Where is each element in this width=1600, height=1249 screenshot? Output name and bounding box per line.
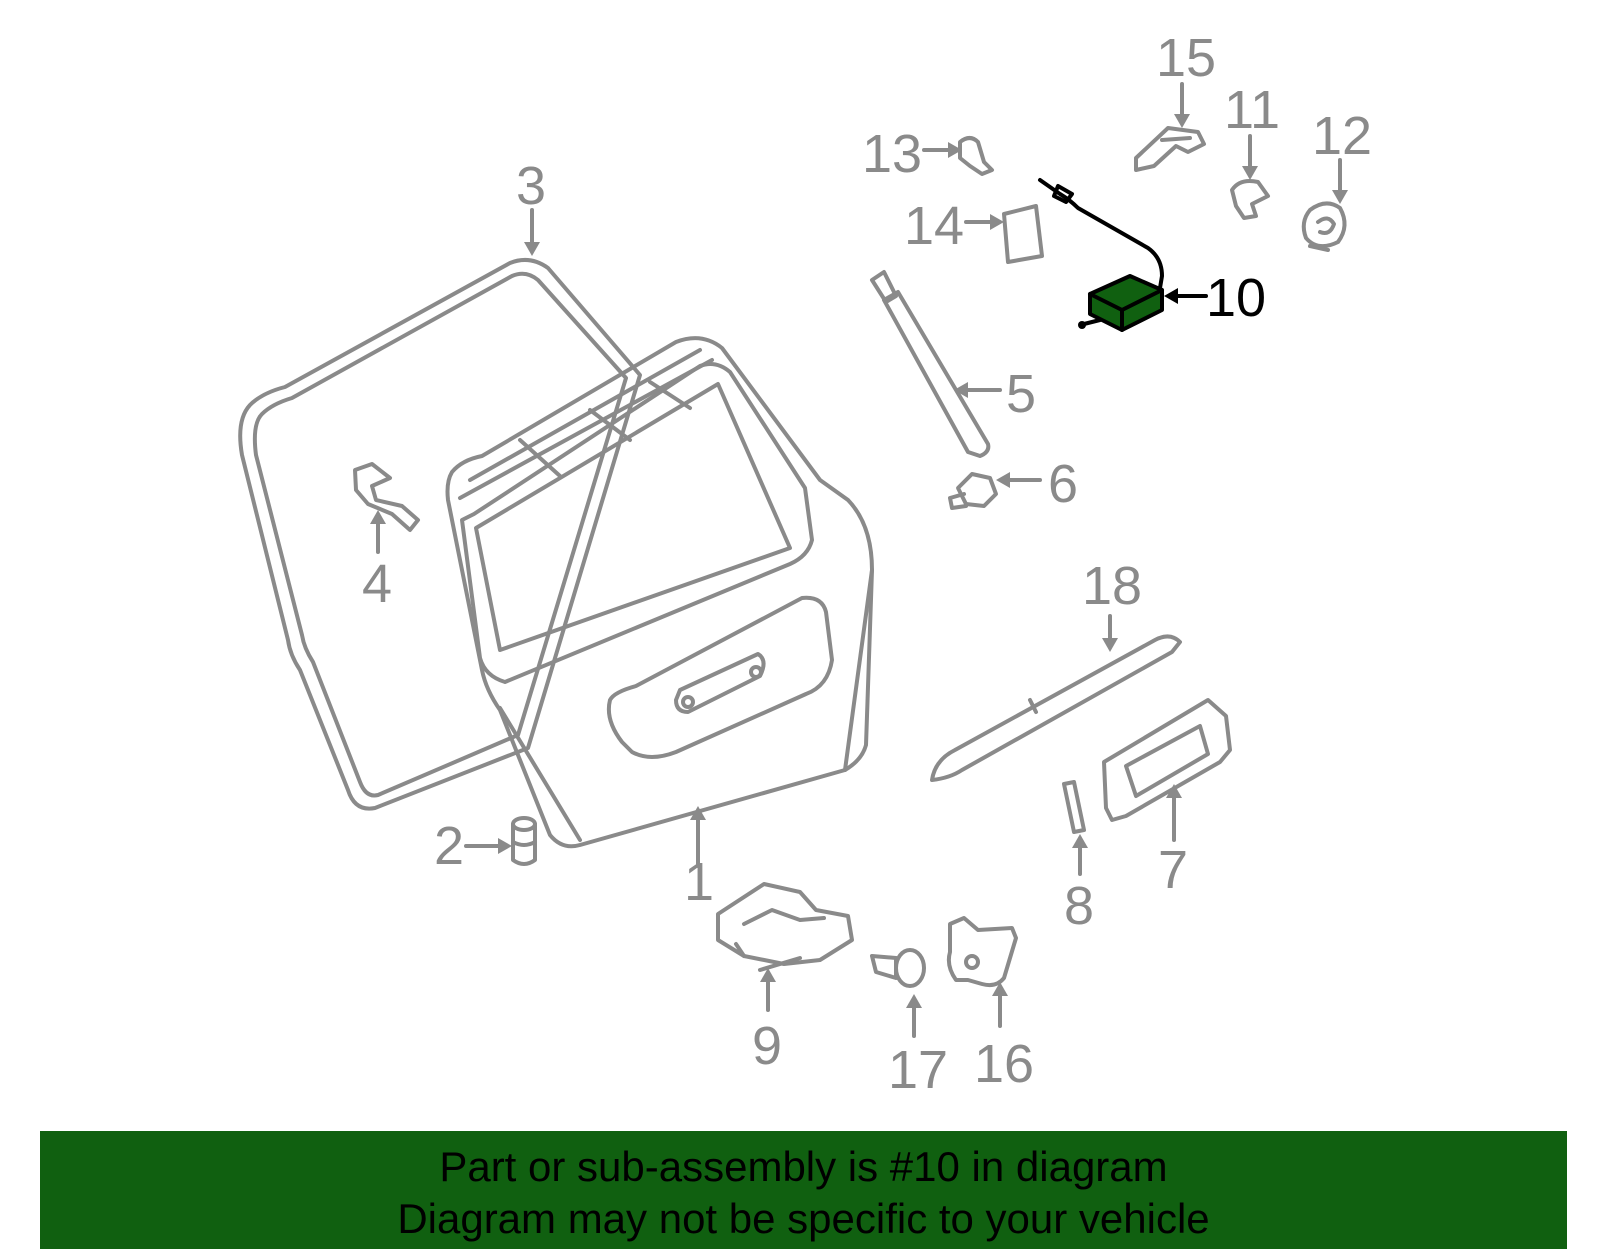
callout-12: 12 [1312, 106, 1372, 166]
part-10-module [1038, 178, 1164, 332]
part-12-grommet [1301, 201, 1347, 252]
part-2-bumper [511, 816, 537, 866]
callout-1: 1 [684, 852, 714, 912]
callout-8: 8 [1064, 876, 1094, 936]
callout-14: 14 [904, 196, 964, 256]
callout-6: 6 [1048, 454, 1078, 514]
info-banner: Part or sub-assembly is #10 in diagram D… [40, 1131, 1567, 1249]
part-3-weatherstrip [238, 257, 642, 811]
callout-11: 11 [1224, 80, 1280, 140]
callout-4: 4 [362, 554, 392, 614]
callout-18: 18 [1082, 556, 1142, 616]
part-14-pad [1002, 204, 1044, 264]
callout-9: 9 [752, 1016, 782, 1076]
part-18-trim [930, 634, 1182, 782]
part-1-liftgate [445, 336, 874, 849]
part-16-bracket [946, 916, 1018, 988]
parts-diagram: 1 2 3 4 5 6 7 8 9 10 11 12 13 14 15 16 1… [238, 28, 1372, 1100]
leader-lines [370, 82, 1348, 1038]
part-13-clip [958, 136, 994, 176]
part-17-bolt [870, 948, 926, 988]
callout-10: 10 [1206, 268, 1266, 328]
part-9-latch [716, 882, 854, 972]
callout-13: 13 [862, 124, 922, 184]
part-8-lens [1062, 780, 1086, 834]
part-4-bracket [353, 462, 420, 532]
part-7-housing [1102, 698, 1232, 822]
callout-2: 2 [434, 816, 464, 876]
callout-15: 15 [1156, 28, 1216, 88]
callout-labels: 1 2 3 4 5 6 7 8 9 10 11 12 13 14 15 16 1… [362, 28, 1372, 1100]
part-5-strut [870, 270, 991, 458]
callout-17: 17 [888, 1040, 948, 1100]
banner-line-1: Part or sub-assembly is #10 in diagram [439, 1143, 1168, 1190]
callout-7: 7 [1158, 840, 1188, 900]
callout-5: 5 [1006, 364, 1036, 424]
banner-line-2: Diagram may not be specific to your vehi… [397, 1195, 1210, 1242]
callout-16: 16 [974, 1034, 1034, 1094]
part-15-bracket [1134, 126, 1206, 172]
callout-3: 3 [516, 156, 546, 216]
part-6-ball-stud [948, 472, 998, 510]
part-11-clip [1230, 179, 1270, 220]
